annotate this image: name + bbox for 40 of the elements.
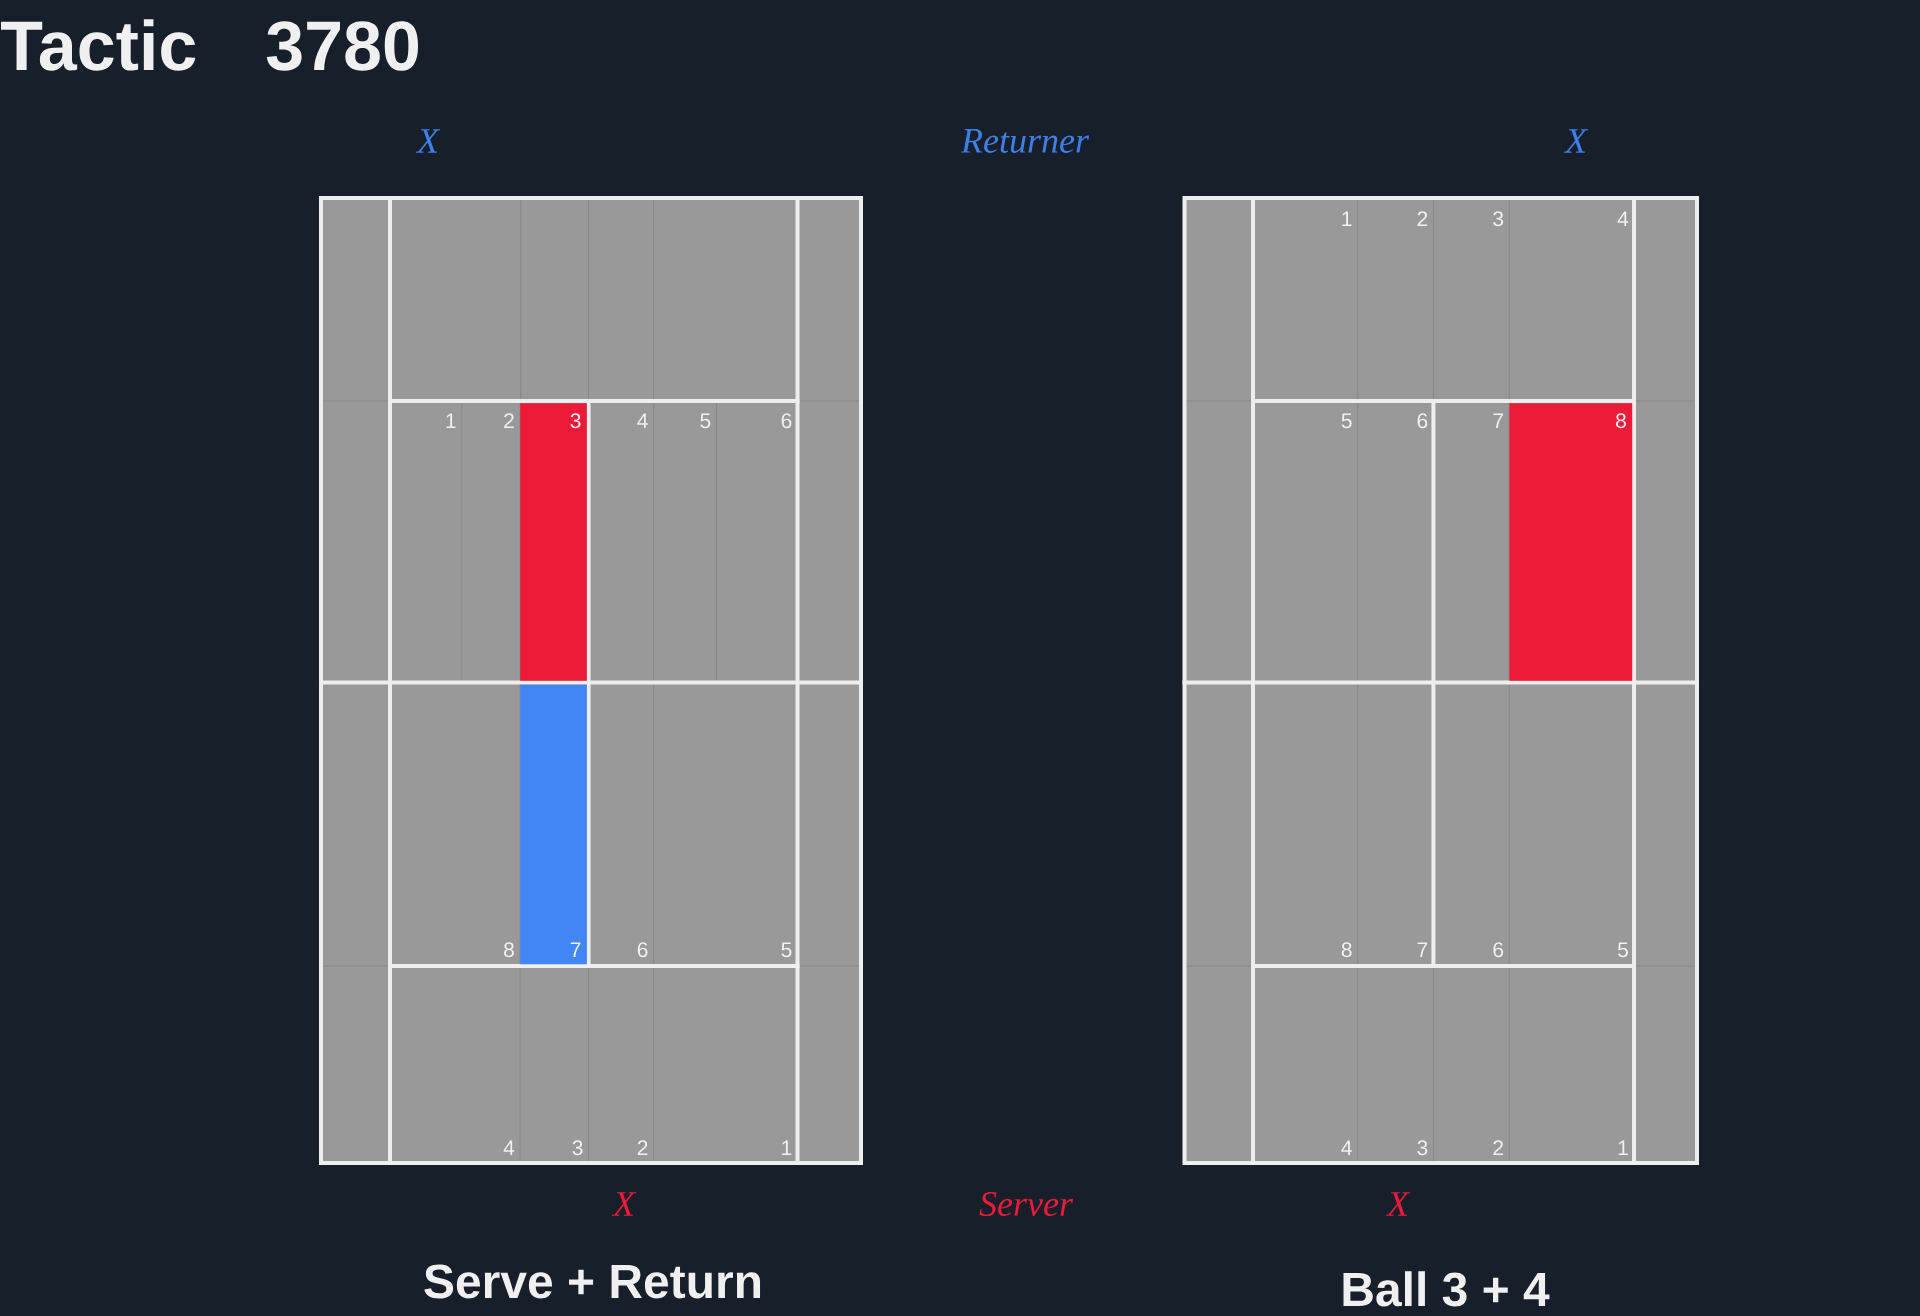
court-caption: Ball 3 + 4 <box>1343 1271 1550 1307</box>
zone-number: 5 <box>1341 413 1352 429</box>
zone-number: 5 <box>700 413 711 429</box>
zone-number: 3 <box>572 1140 583 1156</box>
player-marker: X <box>1563 129 1589 153</box>
zone-number: 8 <box>504 942 514 958</box>
zone-number: 4 <box>637 413 648 428</box>
player-marker: X <box>415 129 441 153</box>
zone-number: 2 <box>1417 211 1428 226</box>
court-caption: Serve + Return <box>424 1264 761 1299</box>
zone-number: 6 <box>1493 942 1504 958</box>
zone-number: 4 <box>1341 1140 1352 1155</box>
zone-number: 3 <box>1417 1140 1428 1156</box>
zone-number: 1 <box>782 1140 792 1155</box>
zone-number: 3 <box>570 413 581 429</box>
zone-number: 7 <box>570 942 581 957</box>
zone-number: 8 <box>1341 942 1352 958</box>
zone-number: 6 <box>637 942 648 958</box>
zone-number: 7 <box>1417 942 1428 957</box>
player-marker: X <box>611 1192 637 1216</box>
zone-number: 4 <box>1617 211 1629 226</box>
zone-number: 7 <box>1493 413 1503 428</box>
zone-number: 1 <box>446 413 456 428</box>
zone-number: 6 <box>781 413 792 429</box>
zone-number: 3 <box>1493 211 1504 227</box>
zone-number: 1 <box>1342 211 1352 226</box>
zone-number: 1 <box>1618 1140 1628 1155</box>
zone-number: 2 <box>637 1140 648 1155</box>
zone-number: 2 <box>1493 1140 1503 1155</box>
player-label: Returner <box>960 129 1090 153</box>
zone-number: 4 <box>503 1140 515 1155</box>
tactic-number: 3780 <box>266 21 418 71</box>
zone-number: 8 <box>1616 413 1626 429</box>
player-marker: X <box>1385 1192 1411 1216</box>
player-label: Server <box>979 1191 1074 1217</box>
zone-number: 5 <box>1618 942 1628 958</box>
zone-number: 2 <box>504 413 514 428</box>
zone-number: 6 <box>1417 413 1428 429</box>
title: Tactic <box>1 19 196 71</box>
zone-number: 5 <box>781 942 792 958</box>
